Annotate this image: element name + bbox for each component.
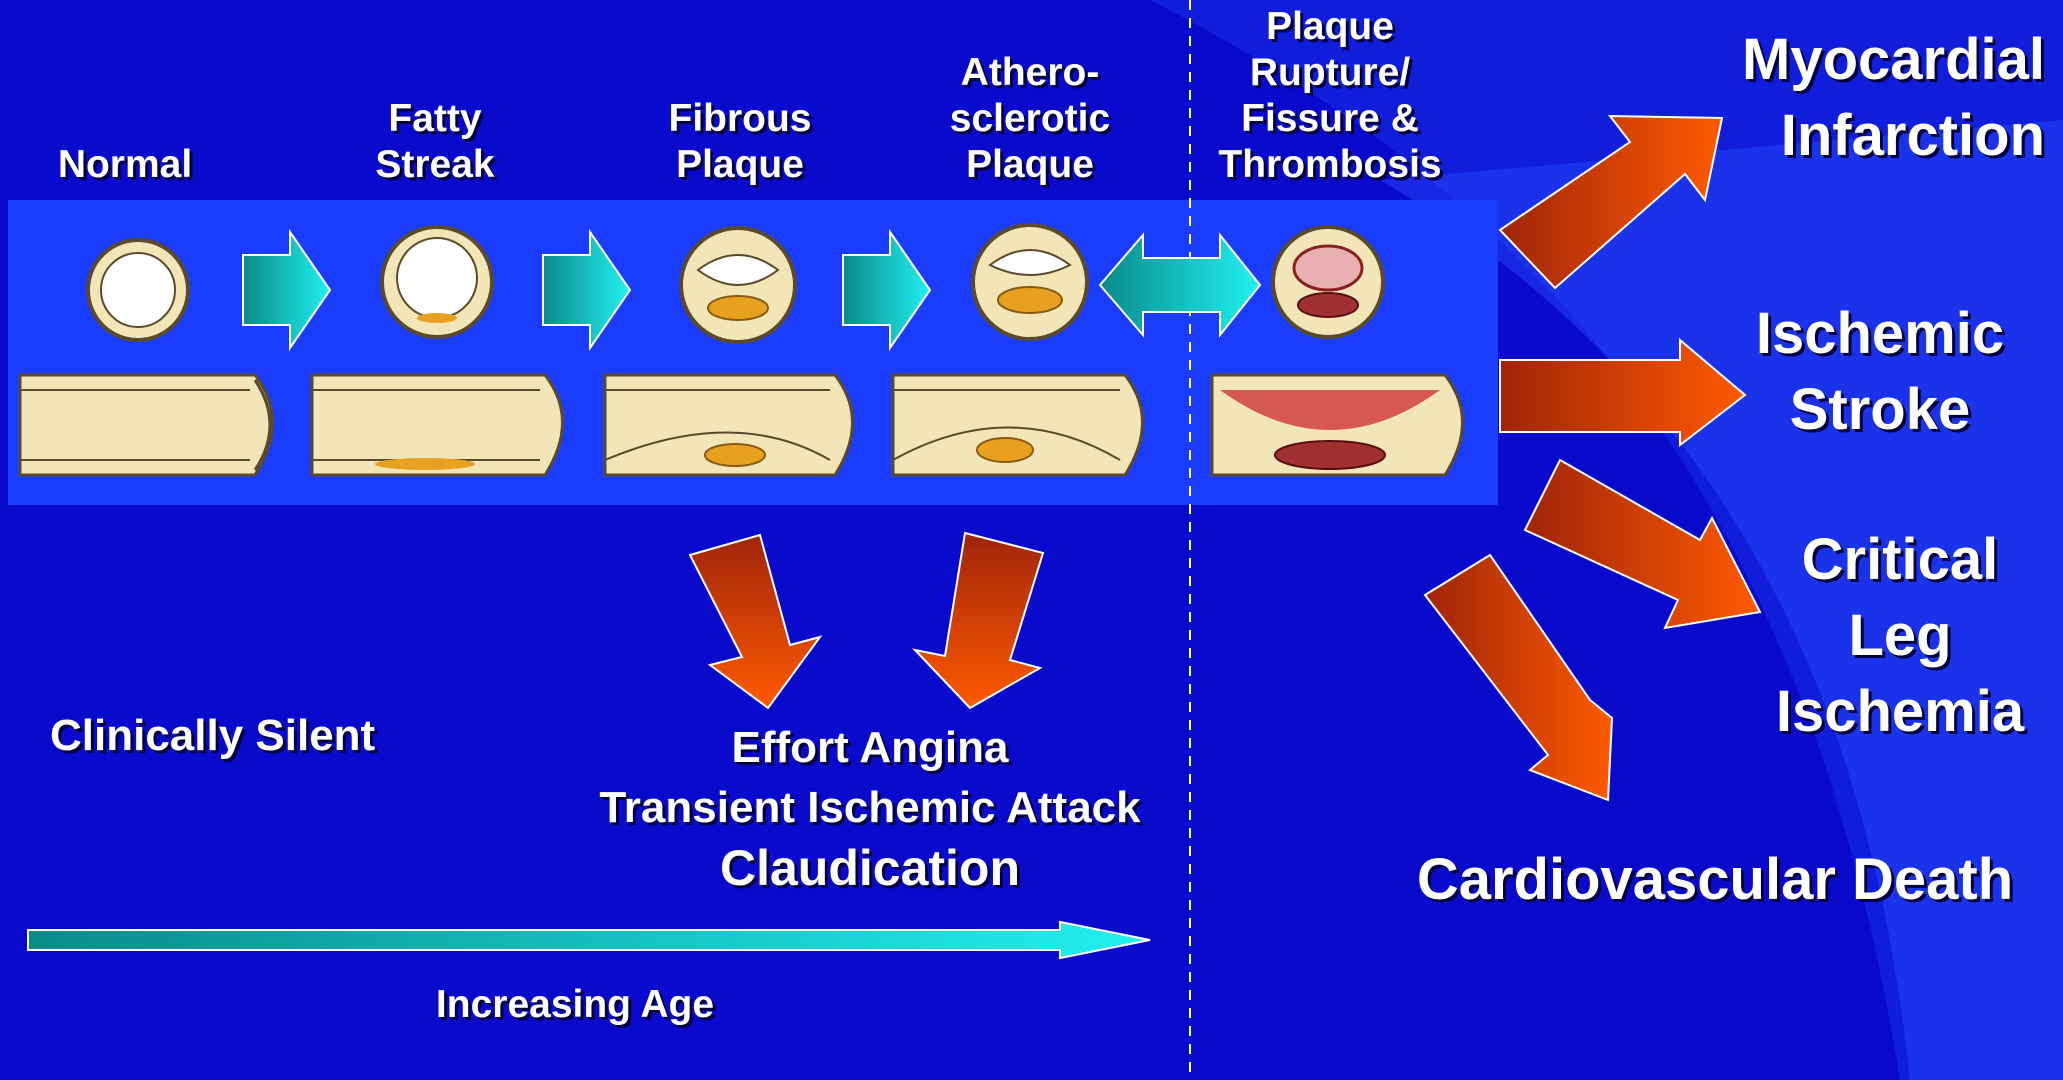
vessel-fibrous-plaque — [605, 375, 853, 475]
stage-label-fibrous-plaque: Fibrous Plaque — [640, 96, 840, 188]
stage-label-atherosclerotic-plaque: Athero- sclerotic Plaque — [920, 50, 1140, 188]
cross-section-fibrous-plaque — [681, 228, 795, 342]
stage-label-rupture-thrombosis: Plaque Rupture/ Fissure & Thrombosis — [1195, 4, 1465, 188]
vessel-normal — [20, 375, 273, 475]
vessel-fatty-streak — [312, 375, 563, 475]
outcome-ischemic-stroke: Ischemic Stroke — [1710, 296, 2050, 448]
increasing-age-label: Increasing Age — [370, 982, 780, 1028]
outcome-cardiovascular-death: Cardiovascular Death — [1375, 842, 2055, 918]
stage-label-fatty-streak: Fatty Streak — [350, 96, 520, 188]
cross-section-atherosclerotic-plaque — [973, 225, 1087, 339]
increasing-age-arrow — [28, 922, 1150, 958]
symptom-tia: Transient Ischemic Attack — [560, 778, 1180, 838]
outcome-myocardial-infarction: Myocardial Infarction — [1685, 22, 2045, 174]
symptom-arrow-right — [915, 533, 1043, 708]
outcome-critical-leg-ischemia: Critical Leg Ischemia — [1740, 522, 2060, 750]
stage-label-normal: Normal — [40, 142, 210, 188]
cross-section-rupture-thrombosis — [1273, 227, 1383, 337]
vessel-rupture-thrombosis — [1212, 375, 1463, 475]
cross-section-fatty-streak — [382, 227, 492, 337]
symptom-claudication: Claudication — [560, 838, 1180, 898]
clinically-silent-label: Clinically Silent — [50, 706, 420, 766]
outcome-arrow-death — [1425, 555, 1612, 800]
vessel-atherosclerotic-plaque — [893, 375, 1143, 475]
cross-section-normal — [88, 240, 188, 340]
symptom-effort-angina: Effort Angina — [560, 718, 1180, 778]
symptom-arrow-left — [690, 535, 820, 708]
